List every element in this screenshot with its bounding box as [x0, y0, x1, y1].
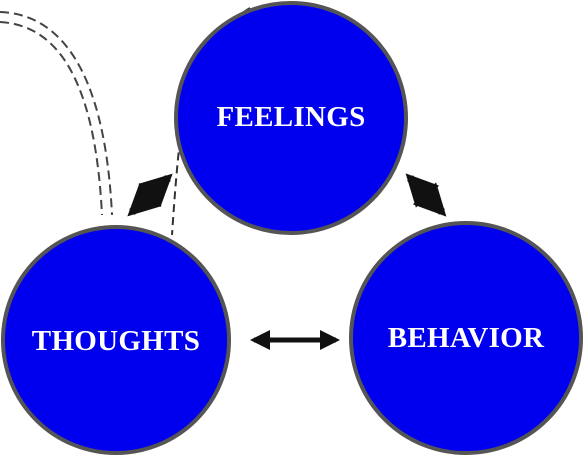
node-feelings-label: FEELINGS — [216, 101, 365, 133]
node-behavior-circle — [349, 221, 583, 455]
node-behavior-label: BEHAVIOR — [388, 322, 545, 354]
node-feelings-circle — [174, 1, 408, 235]
node-feelings: FEELINGS — [174, 1, 408, 235]
dashed-curve-outer — [0, 11, 113, 216]
arrow-thoughts-feelings — [127, 173, 173, 217]
node-thoughts: THOUGHTS — [1, 225, 231, 455]
node-thoughts-circle — [1, 225, 231, 455]
node-thoughts-label: THOUGHTS — [32, 325, 200, 357]
dashed-curve-arc — [171, 7, 251, 236]
node-behavior: BEHAVIOR — [349, 221, 583, 455]
arrow-feelings-behavior — [405, 173, 447, 217]
dashed-curve-inner — [0, 21, 103, 216]
